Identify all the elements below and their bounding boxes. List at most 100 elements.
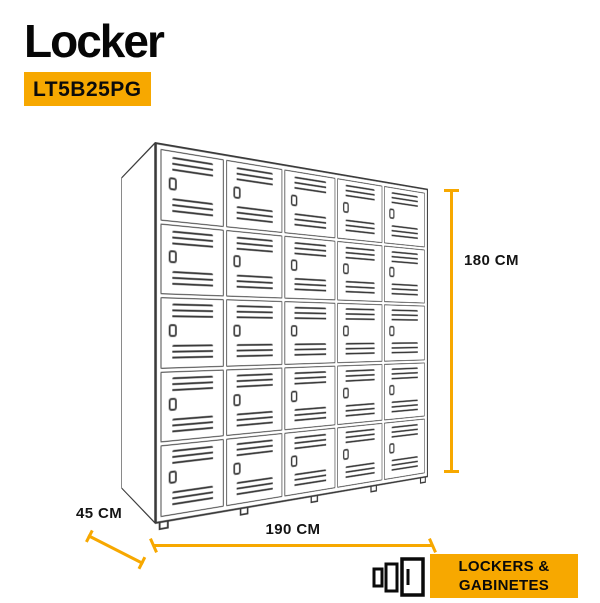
door-vents-top-icon xyxy=(236,305,273,323)
locker-door xyxy=(336,240,383,303)
door-vents-top-icon xyxy=(236,439,273,461)
door-vents-bottom-icon xyxy=(391,342,418,357)
locker-door xyxy=(336,178,383,243)
door-handle-icon xyxy=(389,443,395,455)
locker-door xyxy=(284,169,336,238)
door-vents-top-icon xyxy=(172,156,214,181)
door-vents-bottom-icon xyxy=(172,197,214,220)
door-handle-icon xyxy=(168,176,177,191)
locker-door xyxy=(336,423,383,488)
door-handle-icon xyxy=(291,390,298,403)
door-vents-bottom-icon xyxy=(391,283,418,299)
door-vents-top-icon xyxy=(294,176,327,197)
door-handle-icon xyxy=(389,384,395,396)
door-vents-top-icon xyxy=(345,428,375,447)
dimension-tick xyxy=(428,538,437,553)
locker-door xyxy=(284,301,336,365)
depth-dimension-label: 45 CM xyxy=(76,505,123,522)
footer-logo-line1: LOCKERS & xyxy=(458,557,550,575)
door-vents-top-icon xyxy=(172,303,214,322)
door-vents-bottom-icon xyxy=(391,399,418,416)
dimension-tick xyxy=(444,189,459,192)
door-vents-bottom-icon xyxy=(172,415,214,436)
dimension-tick xyxy=(85,529,94,543)
dimension-tick xyxy=(137,556,147,570)
locker-door xyxy=(383,304,425,362)
door-vents-top-icon xyxy=(391,250,418,267)
door-vents-top-icon xyxy=(236,167,273,189)
width-dimension-label: 190 CM xyxy=(265,521,321,538)
locker-front xyxy=(155,142,428,531)
locker-door xyxy=(383,362,425,421)
door-handle-icon xyxy=(342,325,349,337)
door-handle-icon xyxy=(168,397,177,411)
door-vents-bottom-icon xyxy=(345,219,375,238)
door-vents-bottom-icon xyxy=(172,344,214,363)
door-handle-icon xyxy=(233,462,241,476)
door-vents-top-icon xyxy=(294,434,327,454)
locker-foot xyxy=(310,494,319,504)
locker-door xyxy=(160,369,224,443)
door-handle-icon xyxy=(291,455,298,468)
door-vents-top-icon xyxy=(345,184,375,204)
door-vents-top-icon xyxy=(294,306,327,323)
dimension-tick xyxy=(149,538,158,553)
locker-door xyxy=(160,439,224,518)
height-dimension-line xyxy=(444,189,459,473)
door-vents-bottom-icon xyxy=(236,205,273,227)
door-handle-icon xyxy=(291,259,298,272)
door-handle-icon xyxy=(389,325,395,337)
door-vents-top-icon xyxy=(294,241,327,260)
door-handle-icon xyxy=(233,393,241,407)
door-vents-top-icon xyxy=(345,368,375,385)
locker-foot xyxy=(419,476,426,484)
locker-box xyxy=(121,142,428,531)
door-vents-bottom-icon xyxy=(345,402,375,420)
locker-door xyxy=(226,159,283,233)
brand-title: Locker xyxy=(24,15,165,67)
model-badge: LT5B25PG xyxy=(24,72,151,107)
locker-door xyxy=(383,186,425,248)
door-vents-top-icon xyxy=(172,446,214,469)
door-vents-top-icon xyxy=(172,375,214,395)
door-vents-bottom-icon xyxy=(236,477,273,499)
door-vents-bottom-icon xyxy=(294,212,327,232)
door-vents-top-icon xyxy=(391,309,418,324)
locker-side-panel xyxy=(121,142,155,524)
door-vents-bottom-icon xyxy=(236,343,273,361)
depth-dimension-line xyxy=(85,529,147,570)
door-vents-top-icon xyxy=(236,373,273,392)
door-vents-bottom-icon xyxy=(391,224,418,242)
door-vents-top-icon xyxy=(391,192,418,210)
door-handle-icon xyxy=(389,267,395,278)
locker-door xyxy=(226,229,283,299)
dimension-tick xyxy=(444,470,459,473)
locker-door xyxy=(383,418,425,480)
locker-door xyxy=(284,428,336,497)
locker-door xyxy=(160,223,224,297)
door-vents-bottom-icon xyxy=(345,342,375,358)
door-handle-icon xyxy=(342,387,349,399)
door-handle-icon xyxy=(168,470,177,485)
door-vents-bottom-icon xyxy=(236,410,273,430)
height-dimension-label: 180 CM xyxy=(464,252,519,269)
door-vents-top-icon xyxy=(294,370,327,388)
door-vents-bottom-icon xyxy=(294,406,327,425)
locker-door xyxy=(226,433,283,507)
door-handle-icon xyxy=(342,201,349,214)
locker-door xyxy=(336,303,383,363)
door-vents-bottom-icon xyxy=(172,271,214,291)
locker-door xyxy=(284,365,336,431)
locker-door xyxy=(336,363,383,426)
door-vents-bottom-icon xyxy=(236,274,273,293)
door-handle-icon xyxy=(291,325,298,337)
door-vents-bottom-icon xyxy=(345,281,375,298)
locker-foot xyxy=(239,506,249,516)
door-vents-bottom-icon xyxy=(345,462,375,482)
locker-door xyxy=(226,367,283,437)
locker-door xyxy=(160,148,224,227)
door-handle-icon xyxy=(233,255,241,268)
door-handle-icon xyxy=(168,250,177,264)
door-handle-icon xyxy=(291,194,298,207)
footer-logo: LOCKERS & GABINETES xyxy=(430,554,578,598)
